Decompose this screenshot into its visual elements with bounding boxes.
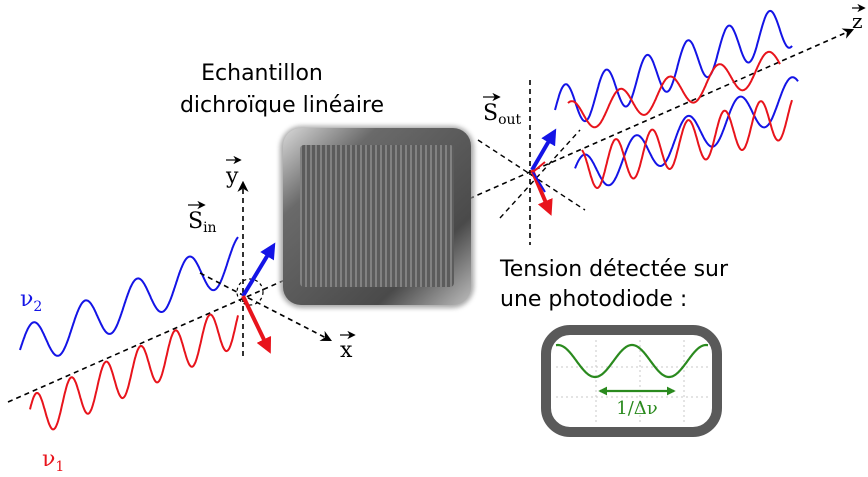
beat-period-label: 1/Δν bbox=[616, 398, 657, 419]
s-out-label: Sout bbox=[483, 92, 522, 128]
svg-text:x: x bbox=[340, 338, 353, 363]
photodiode-screen: 1/Δν bbox=[541, 325, 722, 437]
svg-text:z: z bbox=[852, 9, 863, 33]
wave-nu2-incident bbox=[19, 236, 239, 357]
wave-out-red-2 bbox=[581, 99, 793, 190]
nu2-label: ν2 bbox=[20, 287, 42, 315]
polarization-small-blue bbox=[532, 171, 546, 193]
output-frame-diag-a bbox=[477, 139, 586, 211]
wave-nu1-incident bbox=[29, 313, 239, 431]
photodiode-label-line1: Tension détectée sur bbox=[499, 257, 729, 282]
z-axis-label: z bbox=[852, 3, 866, 33]
wave-out-blue-2 bbox=[574, 76, 799, 187]
wave-out-red-1 bbox=[567, 50, 781, 129]
x-axis-in bbox=[199, 272, 332, 342]
rotation-circle-in bbox=[236, 278, 264, 306]
polarization-small-red bbox=[532, 161, 546, 173]
svg-text:Sin: Sin bbox=[188, 209, 217, 236]
wave-out-blue-1 bbox=[554, 9, 793, 123]
sample-label-line2: dichroïque linéaire bbox=[180, 93, 384, 118]
sample-label-line1: Echantillon bbox=[201, 61, 323, 86]
nu1-label: ν1 bbox=[42, 447, 64, 475]
beat-signal-curve bbox=[555, 343, 709, 379]
polarization-nu1-in-arrow bbox=[241, 295, 272, 354]
y-axis-label: y bbox=[225, 155, 242, 189]
svg-text:Sout: Sout bbox=[483, 101, 522, 128]
s-in-label: Sin bbox=[188, 200, 217, 236]
output-frame-diag-b bbox=[499, 129, 581, 219]
x-axis-label: x bbox=[340, 330, 356, 363]
svg-text:y: y bbox=[225, 164, 239, 189]
dichroic-sample bbox=[280, 126, 474, 308]
photodiode-label-line2: une photodiode : bbox=[500, 287, 687, 312]
polarization-nu2-out-arrow bbox=[530, 128, 557, 172]
polarization-nu2-in-arrow bbox=[241, 242, 276, 298]
